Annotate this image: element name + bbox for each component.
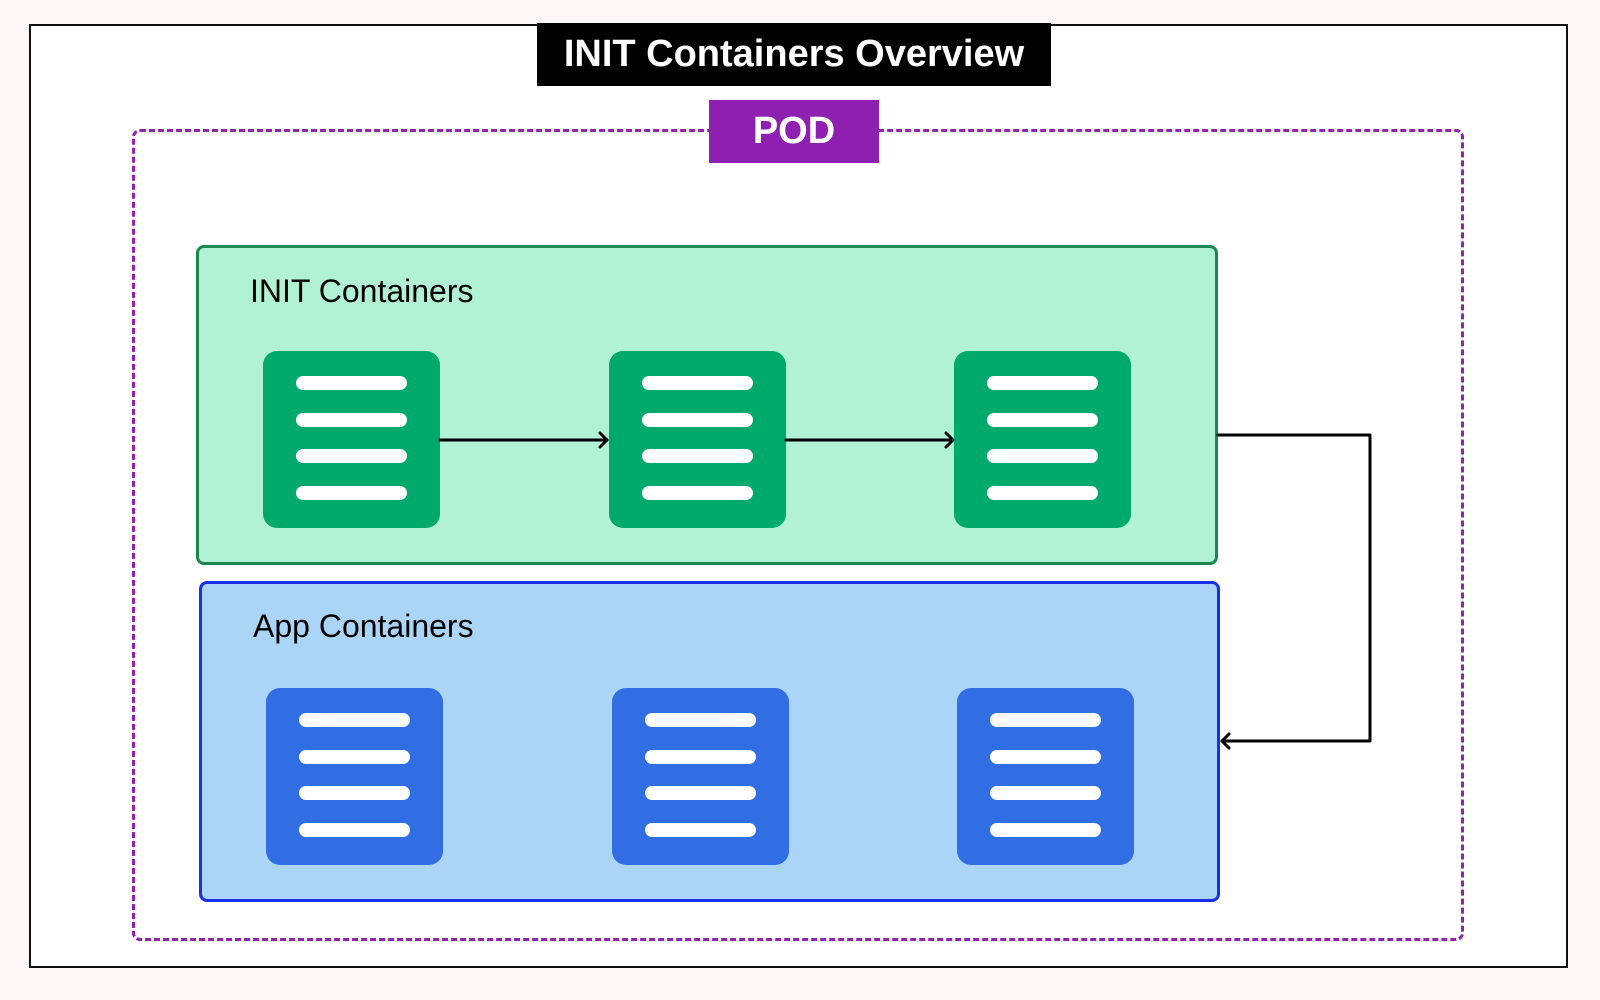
init-container-1[interactable] (263, 351, 440, 528)
init-container-3[interactable] (954, 351, 1131, 528)
diagram-title: INIT Containers Overview (537, 23, 1051, 86)
pod-label: POD (709, 100, 879, 163)
app-containers-label: App Containers (253, 608, 474, 644)
app-container-3[interactable] (957, 688, 1134, 865)
init-containers-label: INIT Containers (250, 273, 474, 309)
app-container-1[interactable] (266, 688, 443, 865)
init-containers-group: INIT Containers (196, 245, 1218, 565)
app-container-2[interactable] (612, 688, 789, 865)
init-container-2[interactable] (609, 351, 786, 528)
app-containers-group: App Containers (199, 581, 1220, 902)
